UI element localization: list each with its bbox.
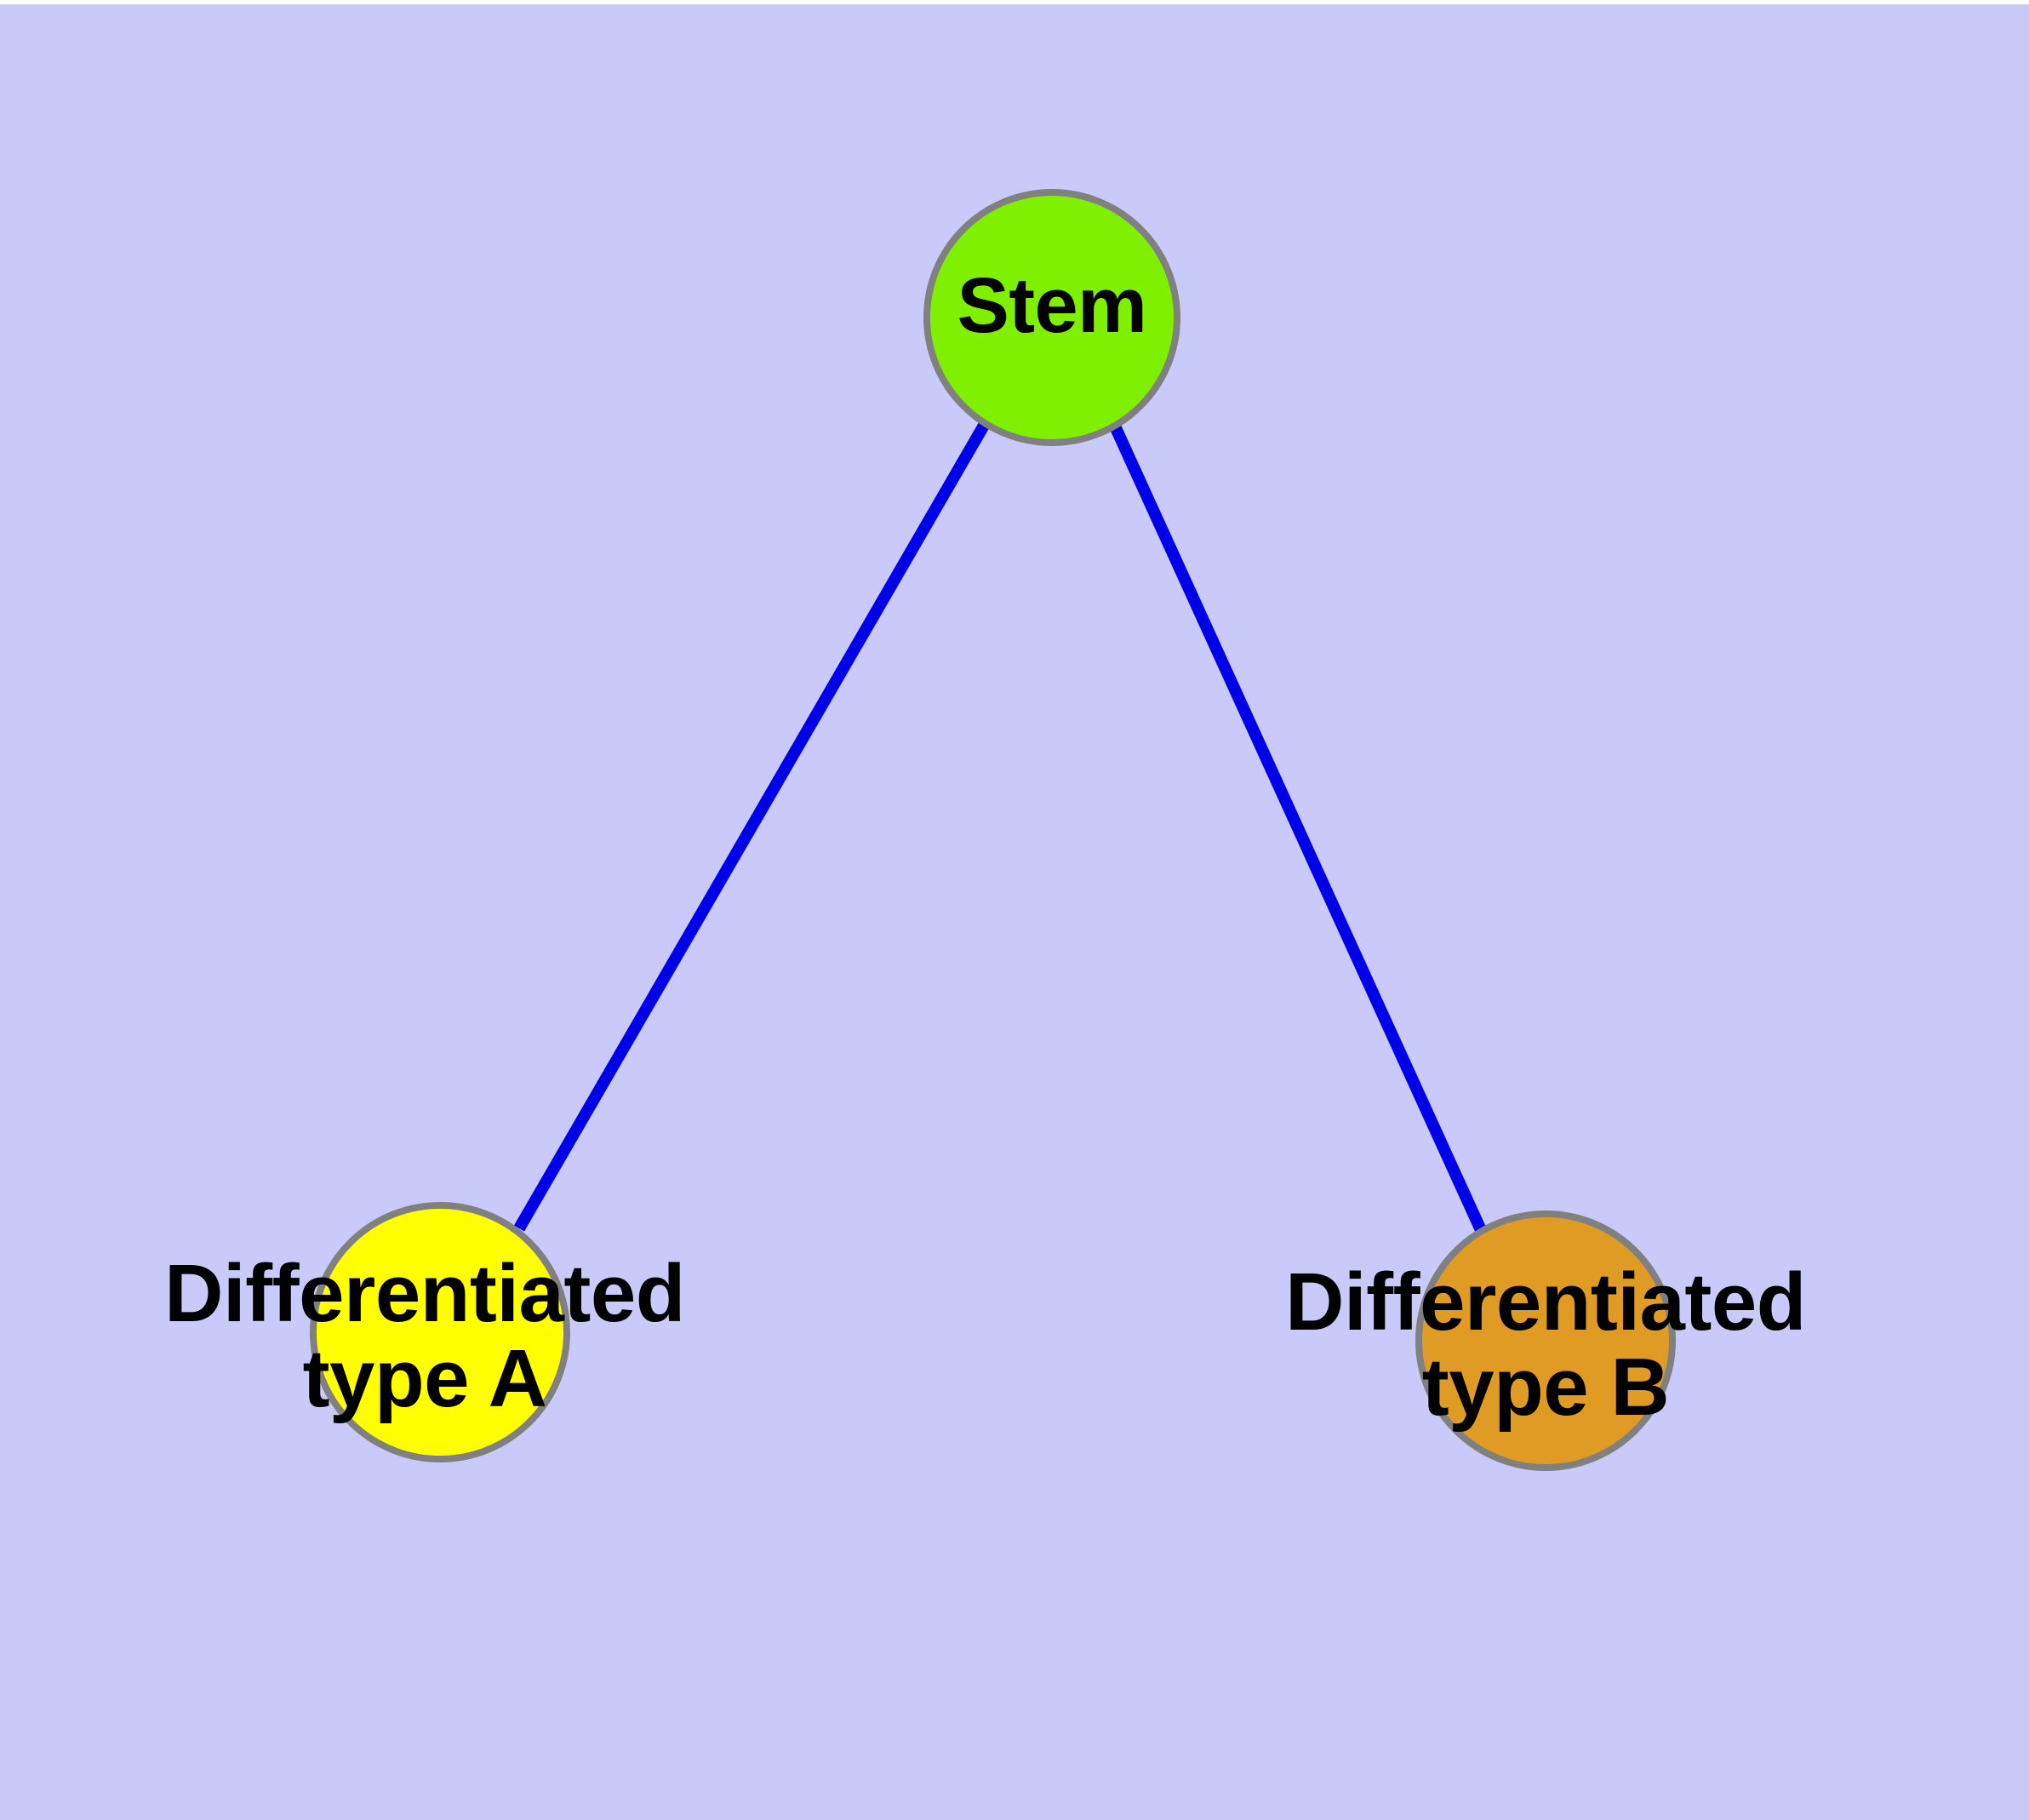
node-stem[interactable]	[923, 189, 1180, 446]
node-differentiated-type-b[interactable]	[1415, 1210, 1676, 1471]
edge-stem-to-differentiated-type-a[interactable]	[513, 421, 991, 1232]
edge-layer	[513, 418, 1487, 1233]
node-layer	[310, 189, 1676, 1471]
edge-stem-to-differentiated-type-b[interactable]	[1106, 418, 1487, 1233]
node-differentiated-type-a[interactable]	[310, 1202, 570, 1462]
